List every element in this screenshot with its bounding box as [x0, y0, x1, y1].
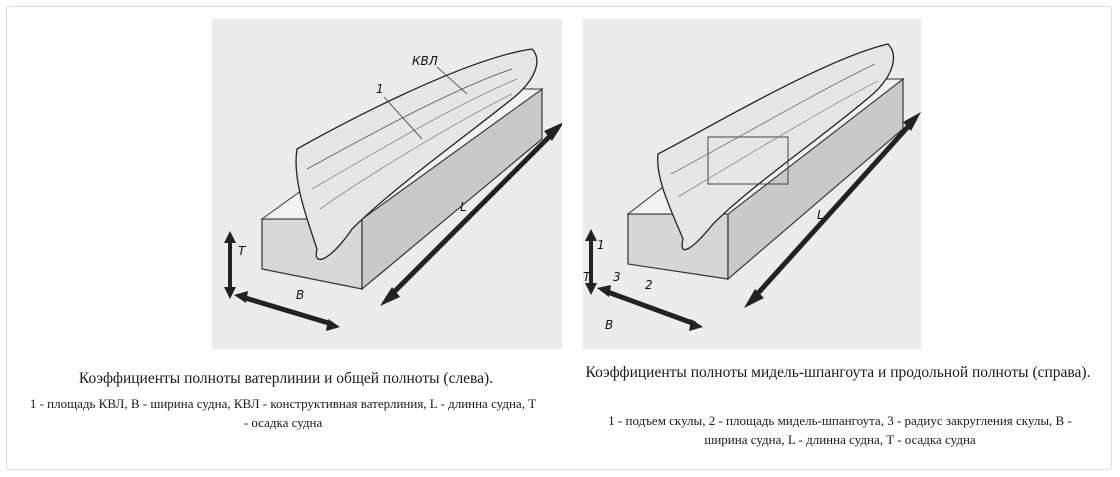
- hull-illustration-midship: L 1 T 3 2 B: [583, 19, 921, 349]
- label-3: 3: [613, 270, 621, 284]
- label-b: B: [605, 318, 613, 332]
- caption-title-left: Коэффициенты полноты ватерлинии и общей …: [78, 370, 494, 387]
- label-t: T: [583, 270, 592, 284]
- caption-title-right: Коэффициенты полноты мидель-шпангоута и …: [585, 364, 1091, 381]
- caption-description-left: 1 - площадь КВЛ, B - ширина судна, КВЛ -…: [29, 396, 537, 430]
- hull-illustration-waterline: КВЛ 1 L T B: [212, 19, 562, 349]
- label-l: L: [817, 208, 824, 222]
- label-t: T: [238, 244, 247, 258]
- label-kvl: КВЛ: [412, 54, 438, 68]
- label-b: B: [296, 288, 304, 302]
- label-2: 2: [645, 278, 653, 292]
- label-l: L: [460, 200, 467, 214]
- caption-description-right: 1 - подъем скулы, 2 - площадь мидель-шпа…: [608, 413, 1072, 447]
- label-1: 1: [597, 238, 605, 252]
- content-frame: КВЛ 1 L T B Коэффициенты полноты ватерли…: [6, 6, 1112, 470]
- label-1: 1: [376, 82, 384, 96]
